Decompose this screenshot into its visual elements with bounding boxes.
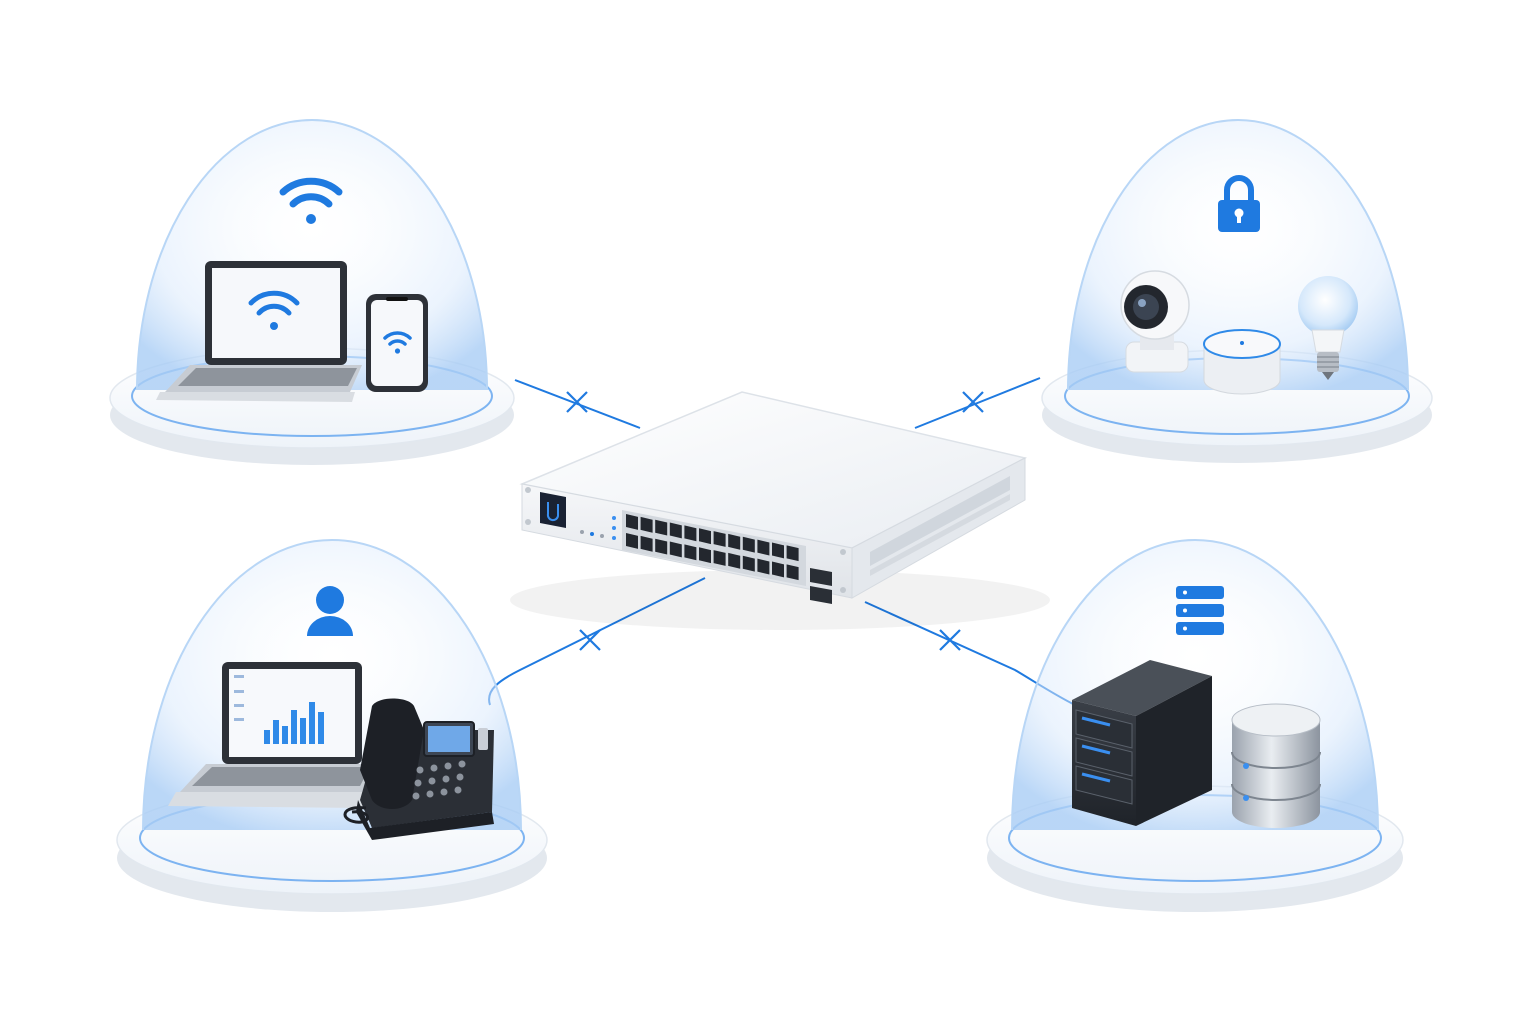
- laptop-device: [156, 261, 362, 402]
- screen-wifi-icon: [248, 290, 300, 330]
- segment-servers: [986, 539, 1404, 912]
- database-cylinder-device: [1231, 703, 1321, 828]
- switch-port[interactable]: [742, 555, 755, 572]
- switch-port[interactable]: [655, 519, 668, 536]
- server-tower-device: [1072, 660, 1212, 826]
- switch-port[interactable]: [757, 558, 770, 575]
- switch-port[interactable]: [669, 541, 682, 558]
- cable-wireless: [514, 379, 641, 429]
- switch-vent-grid: [870, 476, 1010, 576]
- switch-port[interactable]: [713, 550, 726, 566]
- switch-port[interactable]: [684, 544, 697, 561]
- switch-port[interactable]: [640, 535, 653, 552]
- switch-port[interactable]: [655, 538, 668, 555]
- smart-speaker-device: [1203, 329, 1281, 395]
- switch-port[interactable]: [728, 533, 741, 550]
- switch-port[interactable]: [640, 516, 653, 533]
- dashboard-chart-icon: [234, 675, 324, 744]
- switch-port[interactable]: [669, 522, 682, 539]
- switch-status-leds: [580, 516, 616, 540]
- switch-port[interactable]: [772, 561, 784, 578]
- laptop-device: [168, 662, 376, 808]
- segment-users: [116, 539, 548, 912]
- segment-wireless: [109, 119, 515, 465]
- server-drive-bays: [1075, 709, 1133, 805]
- phone-keypad: [412, 760, 466, 800]
- wifi-icon: [279, 177, 343, 224]
- switch-port[interactable]: [713, 531, 726, 547]
- switch-port[interactable]: [772, 542, 784, 559]
- user-icon: [307, 586, 353, 636]
- switch-port[interactable]: [742, 536, 755, 553]
- switch-port[interactable]: [699, 547, 711, 564]
- server-stack-icon: [1176, 586, 1224, 635]
- switch-port[interactable]: [728, 552, 741, 569]
- switch-port[interactable]: [626, 514, 638, 530]
- switch-port[interactable]: [699, 528, 711, 545]
- switch-logo-button[interactable]: [540, 492, 566, 528]
- switch-uplink-ports: [810, 568, 832, 604]
- security-camera-device: [1120, 270, 1190, 373]
- lock-icon: [1218, 175, 1260, 232]
- switch-port[interactable]: [786, 545, 799, 562]
- switch-port-panel: [622, 510, 806, 586]
- switch-port[interactable]: [626, 533, 638, 549]
- network-switch: [510, 391, 1050, 630]
- phone-wifi-icon: [383, 331, 412, 354]
- cable-iot: [914, 377, 1041, 429]
- desk-phone-device: [343, 698, 494, 840]
- switch-port[interactable]: [757, 539, 770, 556]
- smartphone-device: [366, 294, 428, 392]
- smart-bulb-device: [1298, 276, 1358, 380]
- switch-port[interactable]: [786, 564, 799, 581]
- segment-iot: [1041, 119, 1433, 463]
- switch-port[interactable]: [684, 525, 697, 542]
